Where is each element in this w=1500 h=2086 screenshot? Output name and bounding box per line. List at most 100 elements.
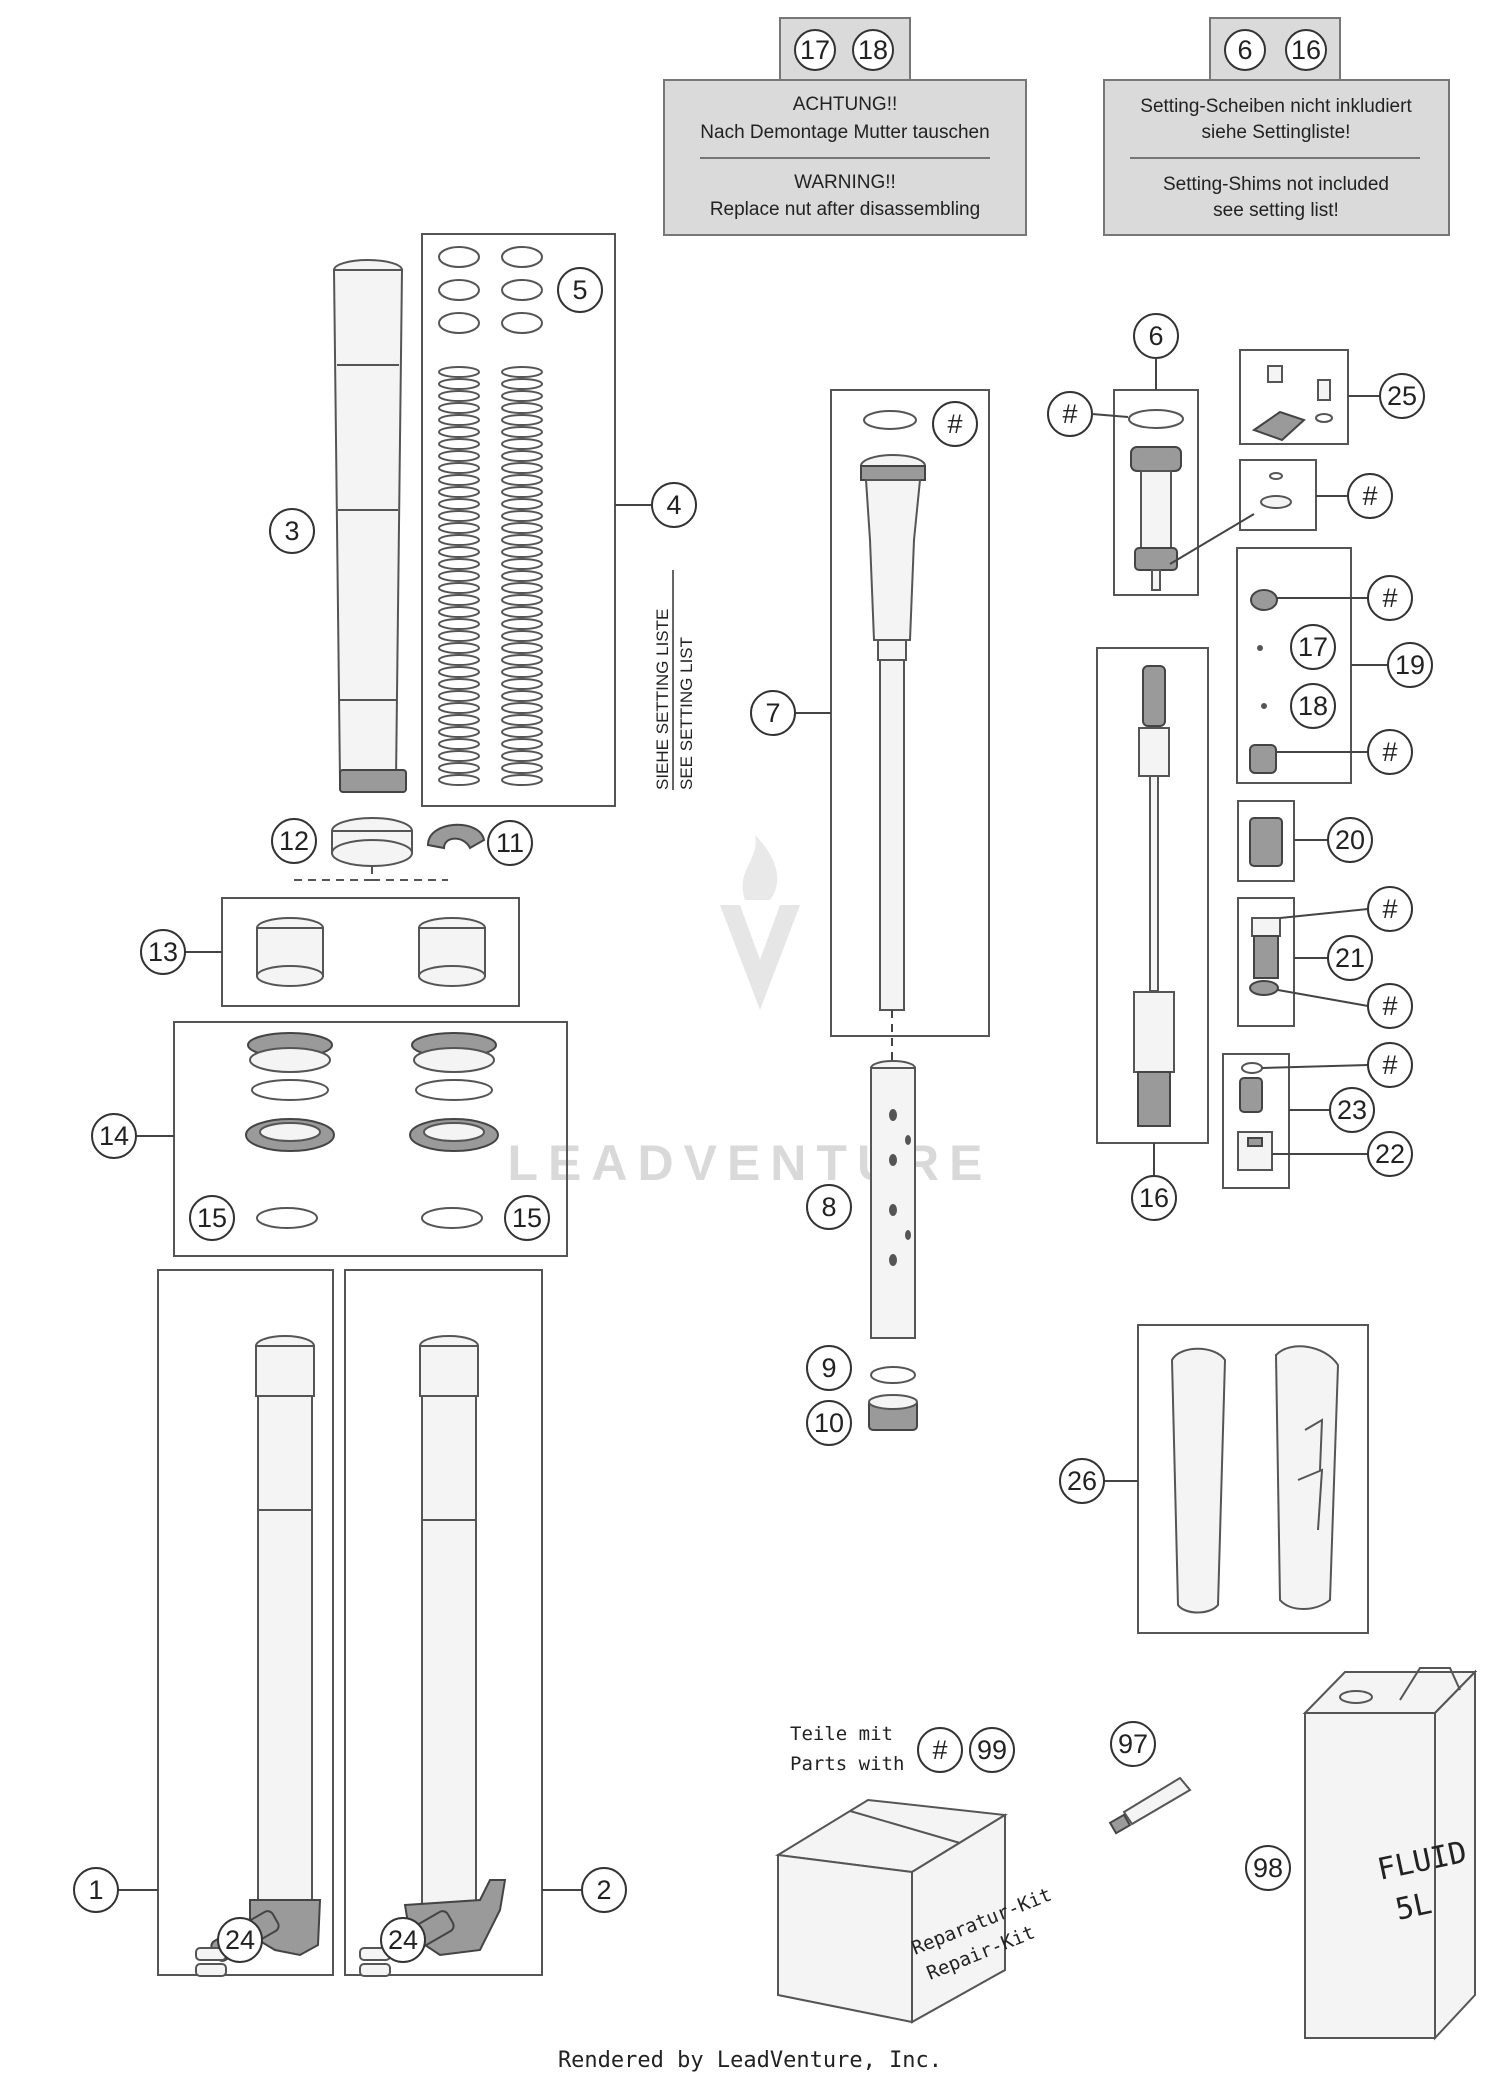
setting-list-vertical: SIEHE SETTING LISTE SEE SETTING LIST: [653, 570, 696, 790]
part-23-valve: [1239, 1062, 1263, 1113]
callout-26[interactable]: 26: [1059, 1458, 1105, 1504]
kit-caption-de: Teile mit: [790, 1723, 893, 1745]
callout-1[interactable]: 1: [73, 1867, 119, 1913]
callout-8[interactable]: 8: [806, 1184, 852, 1230]
note-warning-nut: ACHTUNG!! Nach Demontage Mutter tauschen…: [663, 17, 1027, 236]
spring-coil: [501, 690, 543, 702]
callout-note-6[interactable]: 6: [1224, 29, 1266, 71]
callout-25[interactable]: 25: [1379, 373, 1425, 419]
spring-coil: [438, 390, 480, 402]
callout-23[interactable]: 23: [1329, 1087, 1375, 1133]
spring-coil: [501, 582, 543, 594]
spring-coil: [501, 762, 543, 774]
callout-9[interactable]: 9: [806, 1345, 852, 1391]
part-11-clip: [426, 823, 486, 850]
spring-coil: [438, 714, 480, 726]
callout-4[interactable]: 4: [651, 482, 697, 528]
svg-text:12: 12: [279, 826, 309, 856]
spring-coil: [501, 570, 543, 582]
part-6-piston: [1128, 409, 1184, 591]
svg-text:#: #: [1062, 399, 1077, 429]
spring-coil: [501, 414, 543, 426]
spring-coil: [438, 450, 480, 462]
spring-coil: [438, 738, 480, 750]
callout-hash-23[interactable]: #: [1367, 1042, 1413, 1088]
callout-16[interactable]: 16: [1131, 1175, 1177, 1221]
callout-24-left[interactable]: 24: [217, 1917, 263, 1963]
spring-coil: [438, 726, 480, 738]
spring-coil: [501, 558, 543, 570]
callout-hash-6[interactable]: #: [1047, 391, 1093, 437]
callout-3[interactable]: 3: [269, 508, 315, 554]
spring-coil: [438, 570, 480, 582]
repair-kit: Teile mit Parts with Reparatur-Kit Repai…: [775, 1723, 1055, 2024]
spring-coil: [438, 678, 480, 690]
callout-21[interactable]: 21: [1327, 935, 1373, 981]
spring-coil: [501, 642, 543, 654]
callout-15-right[interactable]: 15: [504, 1195, 550, 1241]
part-13-bushings: [256, 917, 486, 987]
spring-coil: [501, 714, 543, 726]
callout-15-left[interactable]: 15: [189, 1195, 235, 1241]
callout-6[interactable]: 6: [1133, 313, 1179, 359]
svg-text:23: 23: [1337, 1095, 1367, 1125]
part-8-rod: [870, 1060, 916, 1339]
part-16-damper-rod: [1133, 665, 1175, 1127]
spring-coil: [438, 534, 480, 546]
part-14-seals: [245, 1032, 499, 1152]
callout-note-18[interactable]: 18: [852, 29, 894, 71]
svg-text:18: 18: [1298, 691, 1328, 721]
callout-hash-7[interactable]: #: [932, 401, 978, 447]
callout-18[interactable]: 18: [1290, 683, 1336, 729]
callout-14[interactable]: 14: [91, 1113, 137, 1159]
spring-coil: [501, 378, 543, 390]
spring-coil: [438, 642, 480, 654]
note-right-en-1: Setting-Shims not included: [1163, 174, 1389, 195]
callout-12[interactable]: 12: [271, 818, 317, 864]
callout-11[interactable]: 11: [487, 820, 533, 866]
callout-kit-hash[interactable]: #: [917, 1727, 963, 1773]
part-12-clip: [331, 817, 413, 867]
callout-note-17[interactable]: 17: [794, 29, 836, 71]
part-22-plate: [1237, 1131, 1273, 1171]
callout-hash-19b[interactable]: #: [1367, 729, 1413, 775]
callout-24-right[interactable]: 24: [380, 1917, 426, 1963]
spring-coil: [501, 534, 543, 546]
svg-text:99: 99: [977, 1735, 1007, 1765]
callout-98[interactable]: 98: [1245, 1845, 1291, 1891]
box-21: [1237, 897, 1295, 1027]
callout-hash-21b[interactable]: #: [1367, 983, 1413, 1029]
spring-coil: [501, 630, 543, 642]
callout-hash-19a[interactable]: #: [1367, 575, 1413, 621]
callout-97[interactable]: 97: [1110, 1721, 1156, 1767]
callout-2[interactable]: 2: [581, 1867, 627, 1913]
box-shim: [1239, 459, 1317, 531]
spring-coil: [501, 774, 543, 786]
note-setting-shims: Setting-Scheiben nicht inkludiert siehe …: [1103, 17, 1450, 236]
part-19-valve: [1249, 589, 1278, 774]
callout-22[interactable]: 22: [1367, 1131, 1413, 1177]
callout-10[interactable]: 10: [806, 1400, 852, 1446]
spring-coil: [438, 762, 480, 774]
spring-coil: [501, 366, 543, 378]
box-springs: [421, 233, 616, 807]
callout-20[interactable]: 20: [1327, 817, 1373, 863]
svg-text:26: 26: [1067, 1466, 1097, 1496]
spring-coil: [501, 462, 543, 474]
callout-hash-21a[interactable]: #: [1367, 886, 1413, 932]
note-right-de-1: Setting-Scheiben nicht inkludiert: [1140, 96, 1412, 117]
callout-note-16[interactable]: 16: [1285, 29, 1327, 71]
callout-hash-shim[interactable]: #: [1347, 473, 1393, 519]
note-left-de-1: ACHTUNG!!: [793, 94, 898, 115]
callout-7[interactable]: 7: [750, 690, 796, 736]
callout-17[interactable]: 17: [1290, 624, 1336, 670]
callout-13[interactable]: 13: [140, 929, 186, 975]
callout-99[interactable]: 99: [969, 1727, 1015, 1773]
svg-text:98: 98: [1253, 1853, 1283, 1883]
svg-text:16: 16: [1291, 35, 1321, 65]
callout-5[interactable]: 5: [557, 267, 603, 313]
callout-19[interactable]: 19: [1387, 642, 1433, 688]
spring-coil: [501, 402, 543, 414]
spring-coil: [501, 678, 543, 690]
box-26: [1137, 1324, 1369, 1634]
